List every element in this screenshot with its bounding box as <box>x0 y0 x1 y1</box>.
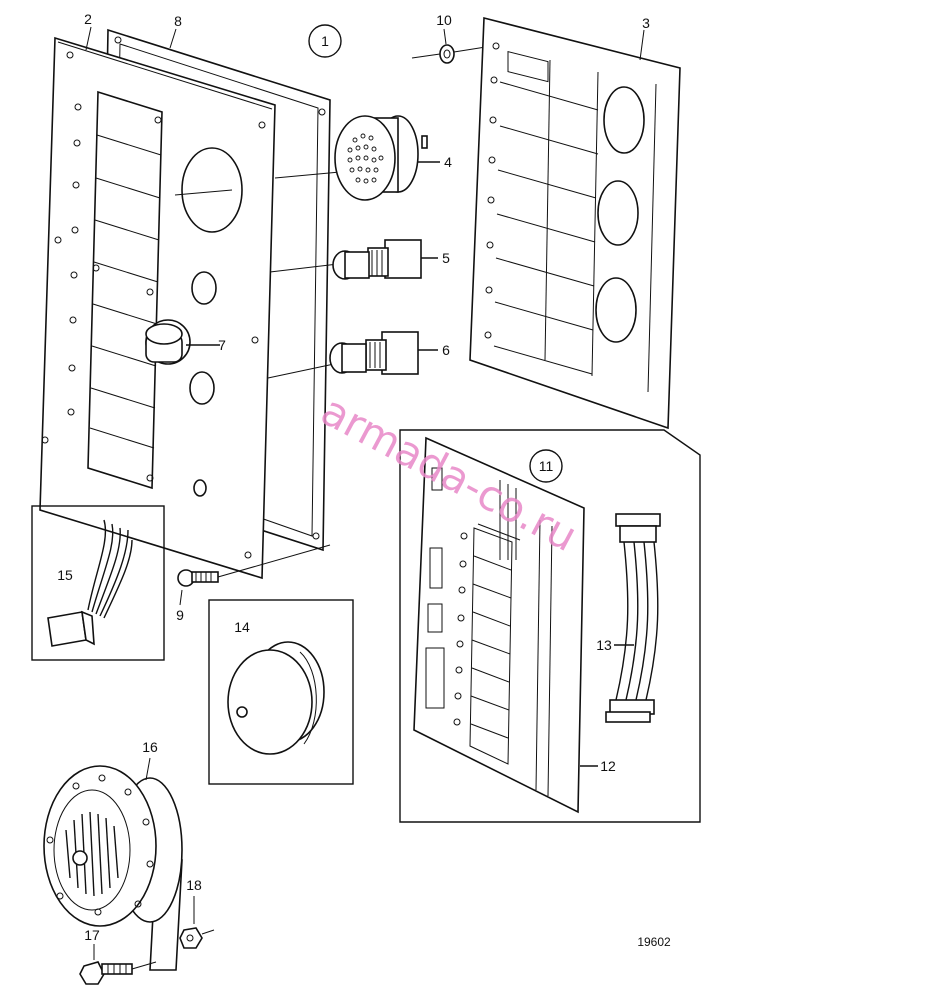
callout-5: 5 <box>442 250 450 266</box>
callout-10: 10 <box>436 12 452 28</box>
callout-13: 13 <box>596 637 612 653</box>
horn-part-16 <box>43 757 183 971</box>
bolt-part-17 <box>79 944 157 985</box>
screw-part-9 <box>177 544 331 606</box>
box-14-cover <box>208 599 354 785</box>
callout-1: 1 <box>321 33 329 49</box>
callout-2: 2 <box>84 11 92 27</box>
callout-18: 18 <box>186 877 202 893</box>
callout-9: 9 <box>176 607 184 623</box>
callout-leaders <box>85 26 645 61</box>
callout-circle-1 <box>308 24 342 58</box>
callout-12: 12 <box>600 758 616 774</box>
switch-part-5 <box>332 239 438 280</box>
nut-part-18 <box>179 896 215 949</box>
callout-circle-11 <box>529 449 563 483</box>
ribbon-cable-part-13 <box>605 513 661 723</box>
callout-14: 14 <box>234 619 250 635</box>
drawing-number: 19602 <box>637 935 671 949</box>
callout-6: 6 <box>442 342 450 358</box>
front-plate-part-2 <box>39 36 276 580</box>
label-plate-part-3 <box>469 16 681 430</box>
knob-part-7 <box>145 319 220 365</box>
washer-part-10 <box>439 44 493 64</box>
callout-16: 16 <box>142 739 158 755</box>
callout-11: 11 <box>539 458 554 474</box>
buzzer-part-4 <box>334 115 440 201</box>
assembly-lines <box>267 53 441 379</box>
box-11-circuit-board <box>399 429 701 823</box>
box-15-harness <box>31 505 165 661</box>
callout-7: 7 <box>218 337 226 353</box>
callout-15: 15 <box>57 567 73 583</box>
callout-4: 4 <box>444 154 452 170</box>
callout-3: 3 <box>642 15 650 31</box>
callout-17: 17 <box>84 927 100 943</box>
switch-part-6 <box>329 331 438 375</box>
callout-8: 8 <box>174 13 182 29</box>
